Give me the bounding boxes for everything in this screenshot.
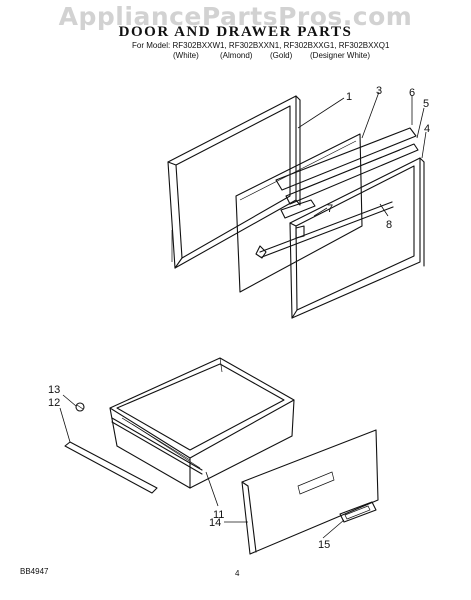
callout-6: 6 xyxy=(409,87,415,99)
callout-leaders xyxy=(59,91,427,539)
model-numbers: For Model: RF302BXXW1, RF302BXXN1, RF302… xyxy=(132,41,390,50)
callout-14: 14 xyxy=(209,517,221,529)
part-drawer-slide[interactable] xyxy=(111,417,203,475)
part-top-trim-strips[interactable] xyxy=(275,127,419,205)
part-door-glass[interactable] xyxy=(235,133,363,293)
page-number: 4 xyxy=(235,569,240,578)
variant-designer-white: (Designer White) xyxy=(310,51,371,60)
callout-5: 5 xyxy=(423,98,429,110)
callout-7: 7 xyxy=(327,203,333,215)
callout-4: 4 xyxy=(424,123,430,135)
part-glide-strip[interactable] xyxy=(64,441,158,494)
variant-gold: (Gold) xyxy=(270,51,293,60)
part-inner-door-frame[interactable] xyxy=(289,157,425,319)
part-outer-door-frame[interactable] xyxy=(167,95,301,269)
callout-3: 3 xyxy=(376,85,382,97)
part-bracket[interactable] xyxy=(280,199,316,239)
part-door-handle[interactable] xyxy=(255,201,394,259)
part-drawer-handle[interactable] xyxy=(339,501,377,523)
callout-1: 1 xyxy=(346,91,352,103)
callout-13: 13 xyxy=(48,384,60,396)
callout-8: 8 xyxy=(386,219,392,231)
diagram-code: BB4947 xyxy=(20,567,49,576)
callout-12: 12 xyxy=(48,397,60,409)
watermark: AppliancePartsPros.com xyxy=(58,2,413,31)
part-drawer-box[interactable] xyxy=(109,357,295,489)
callout-15: 15 xyxy=(318,539,330,551)
variant-almond: (Almond) xyxy=(220,51,253,60)
part-drawer-front[interactable] xyxy=(241,429,379,555)
part-screw[interactable] xyxy=(75,402,85,412)
callout-11: 11 xyxy=(213,509,224,521)
variant-white: (White) xyxy=(173,51,199,60)
page-title: DOOR AND DRAWER PARTS xyxy=(118,24,353,40)
